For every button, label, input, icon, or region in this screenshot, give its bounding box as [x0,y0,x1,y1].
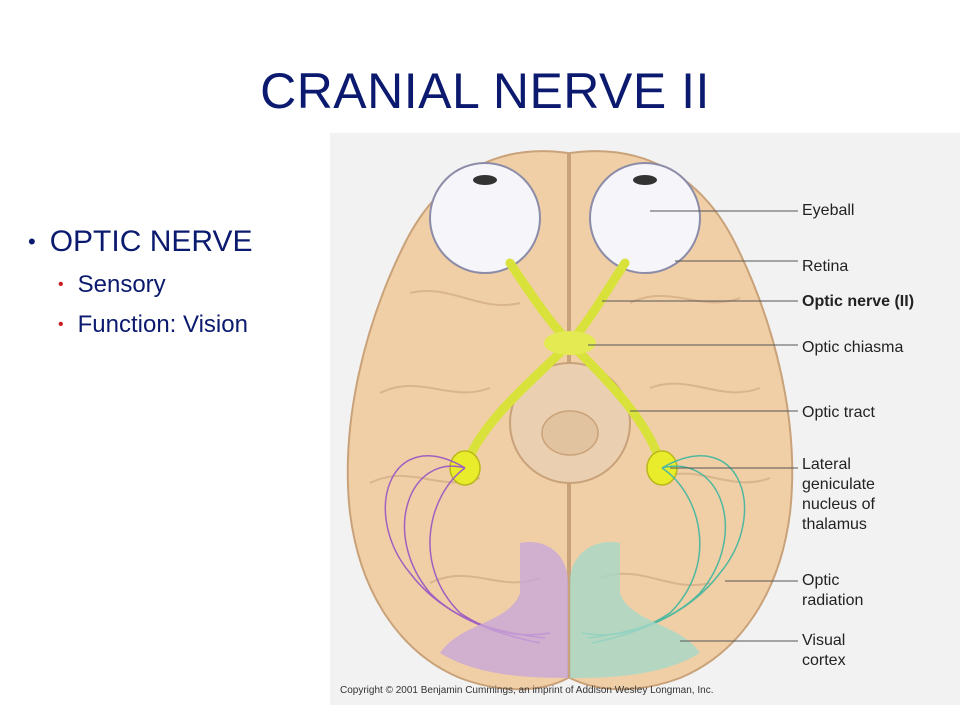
bullet-optic-nerve: • OPTIC NERVE [28,225,253,259]
label-optic-chiasma: Optic chiasma [802,339,904,356]
left-visual-cortex [440,542,568,678]
sub-bullet-dot-icon: • [58,276,64,293]
right-hemisphere [569,150,794,691]
sub-bullet-text: Function: Vision [77,311,248,338]
right-visual-cortex [570,542,700,678]
sub-bullet-function: • Function: Vision [58,311,253,339]
sub-bullet-text: Sensory [77,271,166,298]
sub-bullet-sensory: • Sensory [58,271,253,299]
bullet-list: • OPTIC NERVE • Sensory • Function: Visi… [28,225,253,339]
label-optic-nerve: Optic nerve (II) [802,293,915,310]
left-eyeball [429,162,541,274]
brain-diagram: Eyeball Retina Optic nerve (II) Optic ch… [330,133,960,705]
label-retina: Retina [802,258,849,275]
label-visual-cortex: Visual cortex [802,632,846,669]
label-optic-tract: Optic tract [802,404,875,421]
label-lgn: Lateral geniculate nucleus of thalamus [802,456,875,533]
bullet-text: OPTIC NERVE [49,225,253,258]
right-eyeball [589,162,701,274]
brain-illustration [346,150,798,691]
label-optic-radiation: Optic radiation [802,572,864,609]
slide-title: CRANIAL NERVE II [260,63,710,119]
copyright-text: Copyright © 2001 Benjamin Cummings, an i… [340,685,714,696]
bullet-dot-icon: • [28,229,36,254]
optic-chiasma [544,331,596,355]
label-eyeball: Eyeball [802,202,855,219]
sub-bullet-dot-icon: • [58,316,64,333]
